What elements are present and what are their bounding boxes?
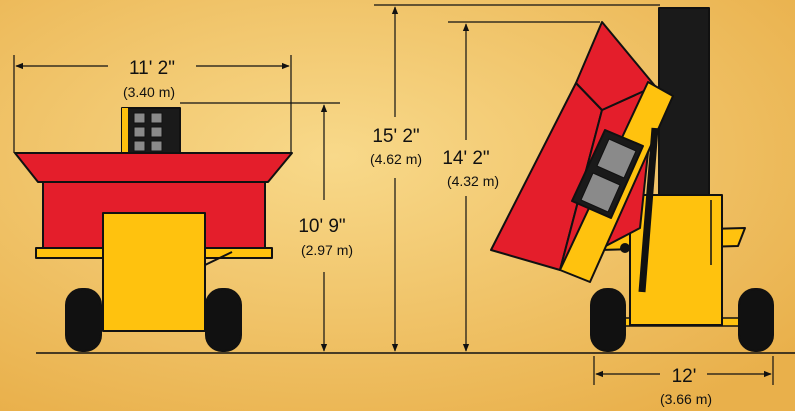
tire-right: [205, 288, 242, 352]
pivot-bolt: [620, 243, 630, 253]
hydraulic-cylinder: [638, 127, 659, 293]
height-bin-imperial: 14' 2": [442, 148, 489, 169]
rear-tire-right: [738, 288, 774, 352]
width-left-imperial: 11' 2": [129, 58, 175, 79]
front-chassis: [102, 212, 206, 332]
cab-windows: [133, 112, 163, 152]
height-total-metric: (4.62 m): [370, 151, 422, 167]
cab-yellow-edge: [122, 108, 128, 156]
height-left-imperial: 10' 9": [298, 216, 345, 237]
side-cab-window-bottom: [580, 172, 621, 213]
side-view-machine: [490, 7, 774, 352]
tilted-hopper-end: [575, 21, 656, 111]
tire-left: [65, 288, 102, 352]
height-bin-metric: (4.32 m): [447, 173, 499, 189]
hopper-top: [14, 152, 293, 183]
tie-rod: [204, 251, 233, 266]
length-imperial: 12': [672, 366, 697, 387]
rear-tire-left: [590, 288, 626, 352]
length-metric: (3.66 m): [660, 391, 712, 407]
height-total-imperial: 15' 2": [372, 126, 419, 147]
side-cab-window-top: [596, 138, 637, 179]
front-view-machine: [14, 107, 293, 352]
dimension-lines: [13, 4, 774, 385]
height-left-metric: (2.97 m): [301, 242, 353, 258]
width-left-metric: (3.40 m): [123, 84, 175, 100]
